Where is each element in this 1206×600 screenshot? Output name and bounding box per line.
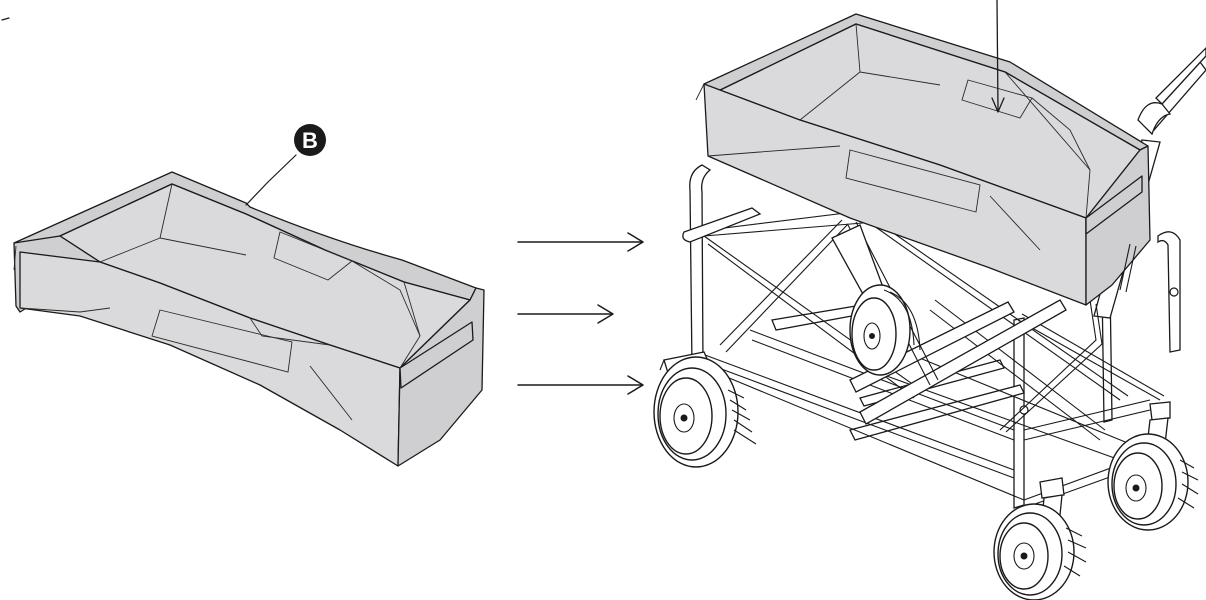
pointer-arrow-down [991, 0, 1005, 113]
scan-mark [1, 17, 10, 21]
rear-left-post [689, 164, 712, 369]
arrow-middle [517, 304, 614, 324]
callout-b: B [245, 124, 326, 206]
callout-badge [294, 124, 326, 156]
rear-right-wheel [849, 284, 921, 376]
front-right-post [1157, 231, 1181, 353]
arrow-top [517, 232, 644, 252]
callout-label: B [302, 128, 318, 153]
front-right-wheel [1107, 401, 1199, 531]
rear-left-wheel [653, 351, 757, 468]
callout-leader-line [245, 154, 297, 206]
arrow-bottom [517, 375, 644, 395]
insertion-arrows [517, 232, 644, 395]
folding-wagon [653, 0, 1206, 600]
fabric-basket [13, 171, 485, 467]
installed-basket [695, 13, 1151, 306]
front-left-wheel [993, 477, 1087, 600]
